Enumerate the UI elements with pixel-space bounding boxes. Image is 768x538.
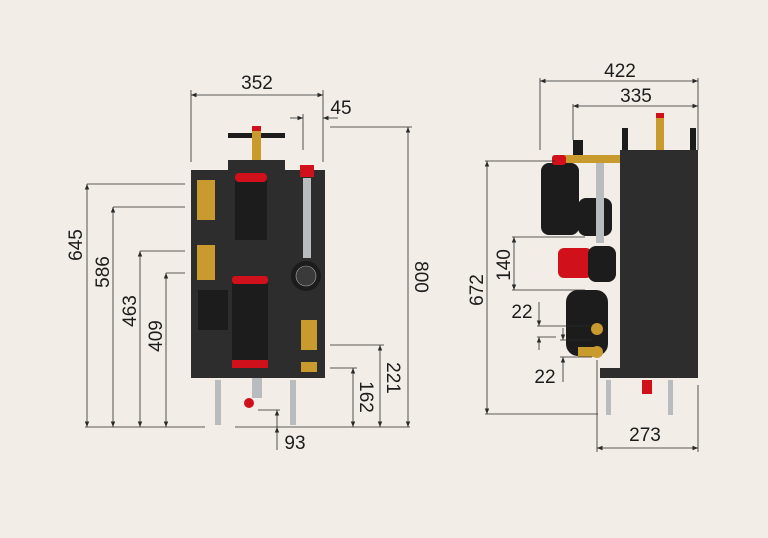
dim-140: 140: [494, 249, 515, 281]
dim-645: 645: [66, 229, 87, 261]
pump: [558, 248, 592, 278]
fitting: [301, 320, 317, 350]
dim-height-800: 800: [410, 261, 431, 293]
dim-22-top: 22: [511, 302, 532, 323]
dim-273: 273: [629, 425, 661, 446]
air-vent: [252, 128, 261, 163]
filter: [566, 290, 608, 356]
side-view-unit: [541, 113, 698, 415]
fitting: [197, 180, 215, 220]
dim-width: 352: [241, 73, 273, 94]
foot: [215, 380, 221, 425]
header-pipe: [556, 155, 620, 163]
dim-409: 409: [146, 320, 167, 352]
separator: [235, 178, 267, 240]
dim-586: 586: [93, 256, 114, 288]
front-dimensions: 352 45 800 645 586 463 409 221 162 93: [66, 73, 431, 454]
dim-162: 162: [355, 381, 376, 413]
dim-422: 422: [604, 61, 636, 82]
fitting: [197, 245, 215, 280]
dim-463: 463: [120, 295, 141, 327]
front-view-unit: [191, 126, 325, 425]
dim-93: 93: [284, 433, 305, 454]
pump: [198, 290, 228, 330]
dim-335: 335: [620, 86, 652, 107]
dim-22-bottom: 22: [534, 367, 555, 388]
pipe: [303, 178, 311, 258]
foot: [290, 380, 296, 425]
side-dimensions: 422 335 672 140 22 22 273: [467, 61, 699, 452]
dim-221: 221: [382, 362, 403, 394]
dim-offset-45: 45: [330, 98, 351, 119]
separator: [541, 163, 579, 235]
pump-filter: [232, 278, 268, 368]
valve-handle: [300, 165, 314, 177]
side-panel: [620, 150, 698, 378]
dim-672: 672: [467, 274, 488, 306]
drain-valve: [244, 398, 254, 408]
pipe: [596, 163, 604, 243]
